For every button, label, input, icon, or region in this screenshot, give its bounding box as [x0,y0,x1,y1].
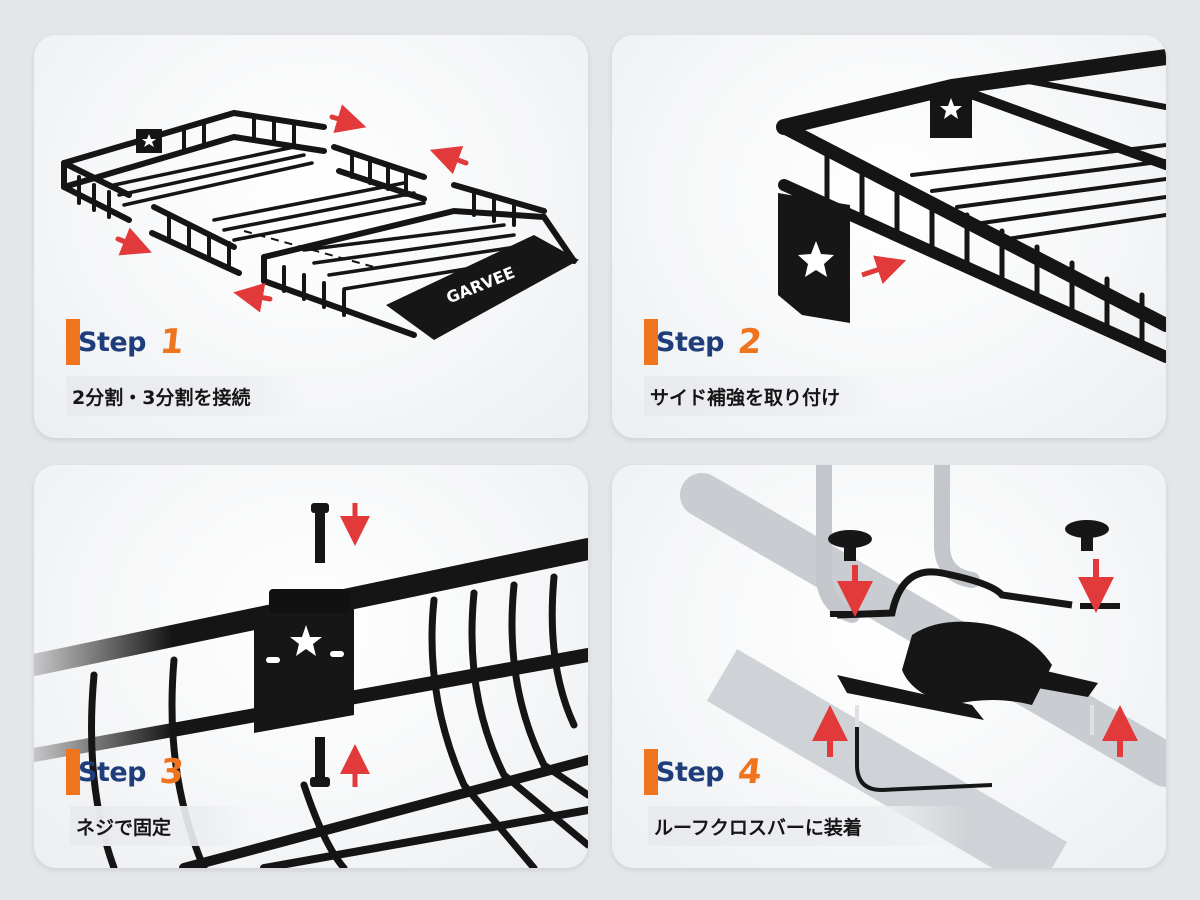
step-caption: ルーフクロスバーに装着 [648,806,968,846]
step-accent-bar [66,749,80,795]
star-icon [142,134,156,147]
arrow-icon [115,227,152,256]
step-accent-bar [644,319,658,365]
screw-fixing-illustration [34,503,588,868]
step-card-3: Step 3 ネジで固定 [34,465,588,868]
crossbar-mounting-illustration [680,465,1166,868]
step-word: Step [78,756,147,788]
step-word: Step [656,326,725,358]
star-icon [290,625,322,656]
step-caption: ネジで固定 [70,806,250,846]
step-number: 1 [157,322,186,362]
star-icon [940,98,962,119]
step-accent-bar [66,319,80,365]
arrow-icon [861,255,907,284]
arrow-icon [329,104,367,134]
step-caption: 2分割・3分割を接続 [66,376,306,416]
bolt-icon [315,509,325,563]
step-heading: Step 3 [66,749,186,795]
star-icon [798,241,834,277]
arrow-icon [429,146,469,175]
knob-icon [1065,520,1109,551]
bolt-icon [315,737,325,785]
step-caption: サイド補強を取り付け [644,376,884,416]
step-number: 4 [735,752,764,792]
rack-assembly-illustration: GARVEE [61,104,579,340]
step-card-4: Step 4 ルーフクロスバーに装着 [612,465,1166,868]
step-number: 3 [157,752,186,792]
step-number: 2 [735,322,764,362]
step-accent-bar [644,749,658,795]
step-word: Step [656,756,725,788]
step-heading: Step 2 [644,319,764,365]
step-word: Step [78,326,147,358]
knob-icon [828,530,872,561]
step-heading: Step 1 [66,319,186,365]
step-card-2: Step 2 サイド補強を取り付け [612,35,1166,438]
step-heading: Step 4 [644,749,764,795]
arrow-icon [233,282,273,313]
step-card-1: GARVEE Step 1 2分割・3分割を接続 [34,35,588,438]
side-reinforcement-illustration [776,49,1166,363]
